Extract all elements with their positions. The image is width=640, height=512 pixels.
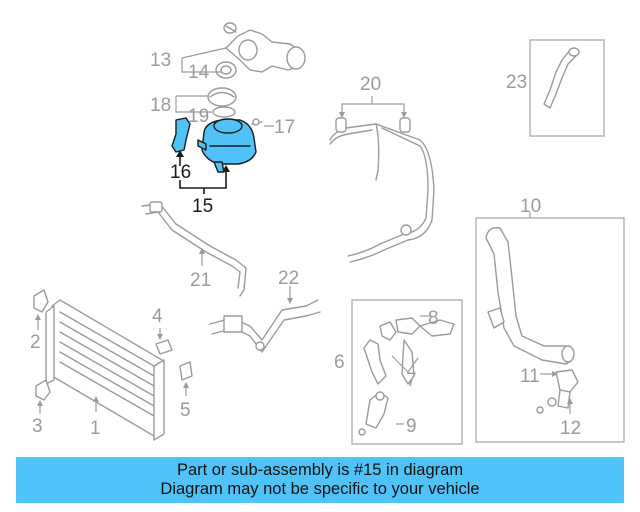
callout-4: 4 [152,306,163,327]
thermostat-housing-part-13 [223,22,306,73]
callout-22: 22 [278,268,299,289]
radiator-part-1 [45,299,165,441]
callout-2: 2 [30,332,41,353]
callout-12: 12 [560,418,581,439]
subassembly-frame-10 [475,217,625,443]
expansion-tank-body [201,119,257,165]
callout-14: 14 [188,62,210,83]
banner-line-disclaimer: Diagram may not be specific to your vehi… [160,480,480,498]
callout-16: 16 [170,162,191,183]
coolant-line-part-21 [141,201,247,297]
callout-1: 1 [90,418,101,439]
hose-part-10 [485,227,575,365]
callout-8: 8 [428,308,439,329]
callout-23: 23 [506,72,527,93]
callout-19: 19 [188,106,209,127]
banner-line-part-number: Part or sub-assembly is #15 in diagram [176,461,464,479]
callout-9: 9 [406,416,417,437]
coolant-pipe-part-22 [209,299,321,353]
bolt-part-17 [251,118,263,126]
callout-5: 5 [180,400,191,421]
callout-17: 17 [274,117,295,138]
connector-part-11 [536,369,579,414]
callout-6: 6 [334,352,345,373]
callout-7: 7 [406,370,417,391]
callout-10: 10 [520,196,541,217]
subassembly-frame-6 [351,299,463,445]
callout-20: 20 [360,74,381,95]
callout-3: 3 [32,416,43,437]
callout-15: 15 [192,196,213,217]
mount-part-2 [33,289,49,313]
bushing-part-5 [179,361,193,381]
mount-part-3 [35,379,51,401]
coolant-pipe-part-20 [329,117,435,263]
callout-11: 11 [520,366,540,387]
reservoir-cap-part-18 [207,87,237,107]
gasket-part-14 [215,61,237,79]
info-banner: Part or sub-assembly is #15 in diagram D… [16,457,624,503]
callout-18: 18 [150,95,171,116]
hose-part-23 [543,47,580,109]
bushing-part-4 [155,339,173,355]
coolant-expansion-tank-part-15 [197,118,257,173]
seal-ring-part-19 [212,106,236,118]
callout-21: 21 [190,270,211,291]
hose-part-16 [171,117,191,153]
hose-part-6 [358,317,455,436]
callout-13: 13 [150,50,171,71]
